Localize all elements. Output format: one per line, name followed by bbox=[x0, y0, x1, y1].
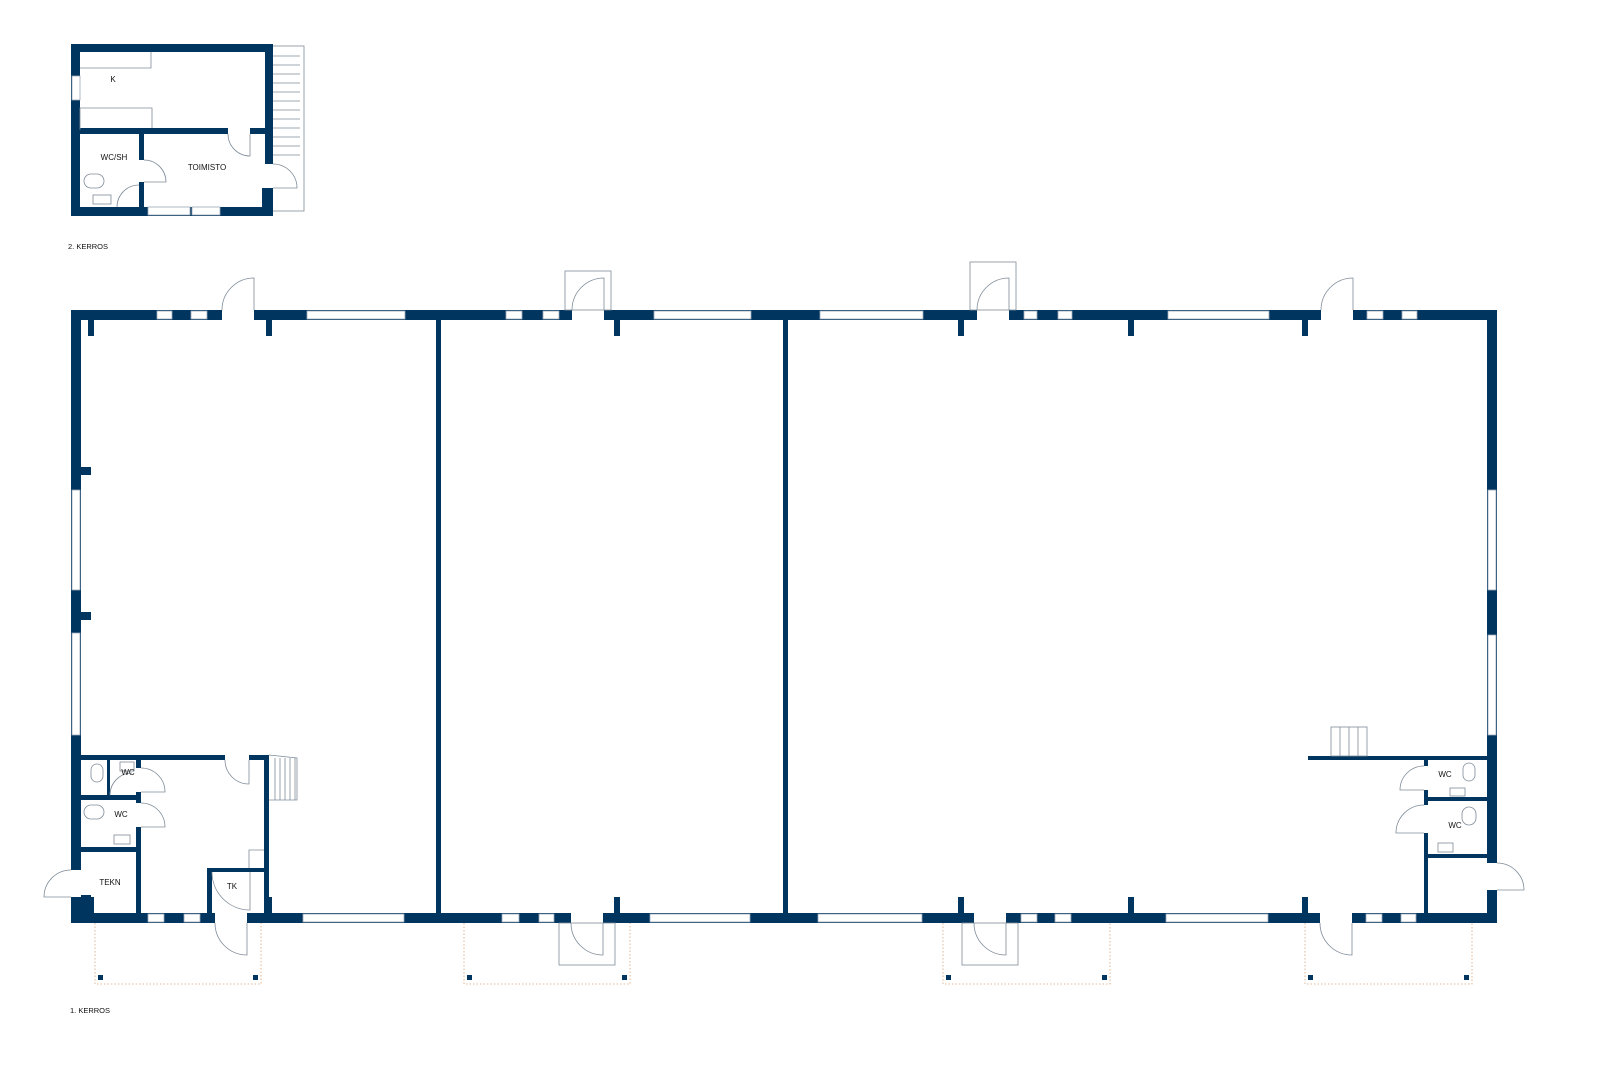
window bbox=[817, 913, 923, 923]
porch-post bbox=[622, 975, 627, 980]
window bbox=[1054, 913, 1072, 923]
door bbox=[222, 310, 254, 320]
room-label-wcsh: WC/SH bbox=[101, 153, 128, 162]
porch-outline bbox=[94, 923, 262, 985]
porch-post bbox=[467, 975, 472, 980]
room-label-wc-3: WC bbox=[1438, 770, 1452, 779]
room-label-wc-2: WC bbox=[114, 810, 128, 819]
window bbox=[1165, 913, 1269, 923]
door bbox=[571, 913, 603, 923]
porch-outline bbox=[1304, 923, 1473, 985]
window bbox=[1366, 310, 1384, 320]
window bbox=[1023, 310, 1038, 320]
door bbox=[572, 310, 604, 320]
room-label-office: TOIMISTO bbox=[188, 163, 226, 172]
room-label-wc-4: WC bbox=[1448, 821, 1462, 830]
floor-caption-1: 1. KERROS bbox=[70, 1006, 110, 1015]
window bbox=[71, 489, 81, 591]
porch-post bbox=[1464, 975, 1469, 980]
door bbox=[215, 913, 247, 923]
window bbox=[542, 310, 560, 320]
porch-post bbox=[253, 975, 258, 980]
room-label-tekn: TEKN bbox=[99, 878, 121, 887]
porch-outline bbox=[463, 923, 631, 985]
first-floor-plan: WC WC TEKN TK WC WC bbox=[43, 261, 1525, 985]
window bbox=[71, 632, 81, 736]
second-floor-plan: K WC/SH TOIMISTO bbox=[71, 44, 305, 216]
window bbox=[156, 310, 173, 320]
porch-outline bbox=[942, 923, 1111, 985]
room-label-tk: TK bbox=[227, 882, 238, 891]
window bbox=[190, 310, 208, 320]
window bbox=[183, 913, 201, 923]
door bbox=[974, 913, 1006, 923]
porch-post bbox=[946, 975, 951, 980]
door bbox=[1487, 863, 1497, 890]
window bbox=[505, 310, 523, 320]
window bbox=[1401, 310, 1418, 320]
stairs bbox=[271, 45, 305, 212]
room-label-wc-1: WC bbox=[121, 768, 135, 777]
window bbox=[649, 913, 751, 923]
room-label-kitchen: K bbox=[110, 75, 116, 84]
window bbox=[302, 913, 405, 923]
window bbox=[1487, 634, 1497, 736]
floor-caption-2: 2. KERROS bbox=[68, 242, 108, 251]
window bbox=[306, 310, 406, 320]
window bbox=[1365, 913, 1383, 923]
door bbox=[1320, 913, 1352, 923]
window bbox=[538, 913, 555, 923]
window bbox=[1487, 489, 1497, 591]
window bbox=[501, 913, 520, 923]
window bbox=[1400, 913, 1417, 923]
porch-post bbox=[98, 975, 103, 980]
window bbox=[1020, 913, 1038, 923]
porch-post bbox=[1308, 975, 1313, 980]
window bbox=[819, 310, 924, 320]
window bbox=[1167, 310, 1270, 320]
porch-post bbox=[1102, 975, 1107, 980]
window bbox=[147, 913, 165, 923]
door bbox=[71, 870, 81, 897]
door bbox=[977, 310, 1009, 320]
window bbox=[1057, 310, 1073, 320]
window bbox=[653, 310, 752, 320]
door bbox=[1321, 310, 1353, 320]
